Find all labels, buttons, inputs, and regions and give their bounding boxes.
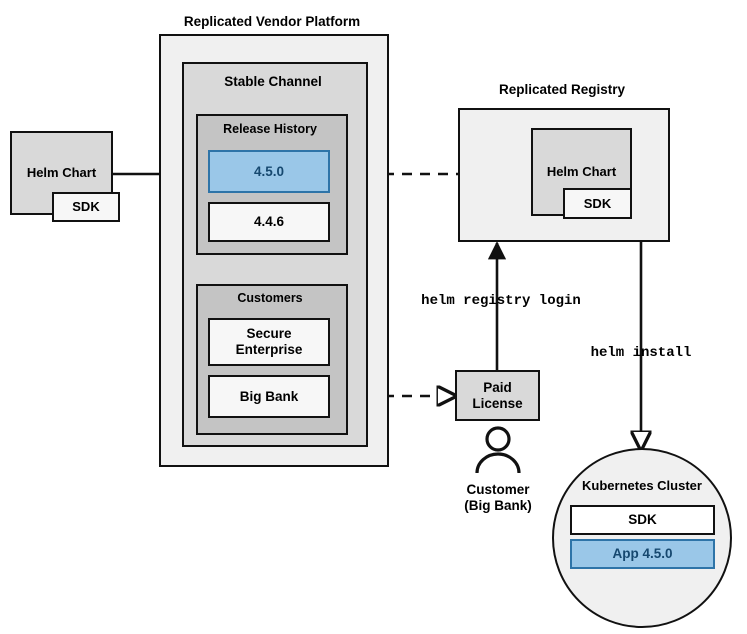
platform-title: Replicated Vendor Platform bbox=[183, 14, 361, 29]
customer-person-caption: Customer (Big Bank) bbox=[430, 482, 566, 514]
helm-chart-source-sdk-label: SDK bbox=[72, 199, 100, 215]
customer-person-line2: (Big Bank) bbox=[464, 498, 532, 514]
release-item-4-5-0-label: 4.5.0 bbox=[253, 163, 285, 179]
helm-chart-source-sdk-box[interactable]: SDK bbox=[52, 192, 120, 222]
paid-license-box[interactable]: Paid License bbox=[455, 370, 540, 421]
registry-helm-chart-label: Helm Chart bbox=[546, 164, 617, 180]
customers-label: Customers bbox=[237, 291, 303, 305]
release-item-4-4-6-label: 4.4.6 bbox=[253, 214, 285, 230]
registry-helm-chart-sdk-box[interactable]: SDK bbox=[563, 188, 632, 219]
customer-secure-enterprise-line2: Enterprise bbox=[235, 342, 303, 357]
customer-secure-enterprise[interactable]: Secure Enterprise bbox=[208, 318, 330, 366]
edge-label-helm-install: helm install bbox=[590, 345, 692, 361]
kubernetes-cluster-label: Kubernetes Cluster bbox=[582, 478, 702, 493]
release-item-4-5-0[interactable]: 4.5.0 bbox=[208, 150, 330, 193]
customer-big-bank-label: Big Bank bbox=[239, 388, 299, 404]
paid-license-line1: Paid bbox=[483, 379, 512, 395]
release-item-4-4-6[interactable]: 4.4.6 bbox=[208, 202, 330, 242]
release-history-label: Release History bbox=[223, 122, 317, 136]
customer-big-bank[interactable]: Big Bank bbox=[208, 375, 330, 418]
customer-secure-enterprise-line1: Secure bbox=[246, 326, 292, 342]
paid-license-line2: License bbox=[472, 395, 523, 411]
registry-title: Replicated Registry bbox=[498, 82, 626, 97]
helm-chart-source-label: Helm Chart bbox=[26, 165, 97, 181]
kubernetes-cluster-sdk-label: SDK bbox=[628, 512, 657, 528]
kubernetes-cluster-app-box[interactable]: App 4.5.0 bbox=[570, 539, 715, 569]
kubernetes-cluster-container[interactable] bbox=[552, 448, 732, 628]
stable-channel-label: Stable Channel bbox=[224, 74, 322, 89]
kubernetes-cluster-sdk-box[interactable]: SDK bbox=[570, 505, 715, 535]
customer-person-line1: Customer bbox=[466, 482, 530, 497]
kubernetes-cluster-app-label: App 4.5.0 bbox=[612, 546, 673, 562]
customer-person-icon bbox=[472, 426, 524, 478]
registry-helm-chart-sdk-label: SDK bbox=[583, 195, 612, 211]
edge-label-helm-registry-login: helm registry login bbox=[421, 293, 581, 309]
